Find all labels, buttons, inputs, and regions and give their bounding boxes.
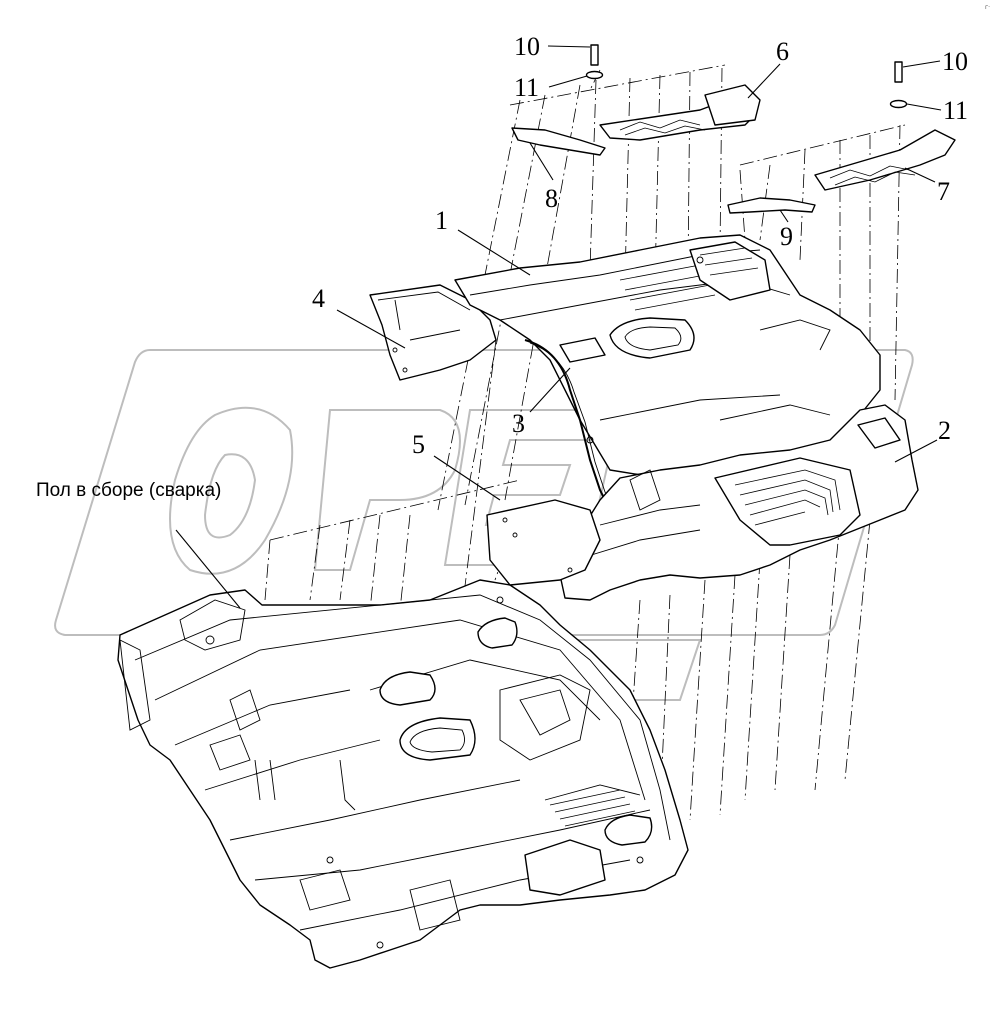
part-5-plate [486, 499, 601, 586]
callout-8: 8 [545, 184, 558, 213]
washer-11-right [889, 99, 908, 109]
part-9-bracket [727, 197, 816, 214]
callout-10-right: 10 [942, 47, 968, 76]
part-8-bracket [511, 127, 606, 156]
callout-9: 9 [780, 222, 793, 251]
callout-10-left: 10 [514, 32, 540, 61]
callout-3: 3 [512, 409, 525, 438]
floor-welded-assembly [117, 579, 689, 969]
callout-4: 4 [312, 284, 325, 313]
callout-1: 1 [435, 206, 448, 235]
washer-11-left [585, 70, 604, 80]
bolt-10-left [590, 44, 599, 66]
part-7-bracket [814, 129, 956, 191]
assembly-caption: Пол в сборе (сварка) [36, 480, 221, 501]
callout-5: 5 [412, 430, 425, 459]
fasteners [585, 44, 908, 109]
callout-2: 2 [938, 416, 951, 445]
corner-mark: г· [985, 4, 990, 11]
callouts: 10 11 10 11 6 7 8 9 1 4 3 5 2 Пол в сбор… [36, 32, 968, 501]
callout-7: 7 [937, 177, 950, 206]
callout-11-right: 11 [943, 96, 968, 125]
part-4-panel [369, 284, 497, 381]
bolt-10-right [894, 61, 903, 83]
part-1-floor-cover [454, 234, 881, 479]
part-2-floor-panel [559, 404, 919, 601]
leader-lines [175, 45, 942, 609]
callout-11-left: 11 [514, 73, 539, 102]
part-6-bracket [599, 84, 761, 141]
callout-6: 6 [776, 37, 789, 66]
